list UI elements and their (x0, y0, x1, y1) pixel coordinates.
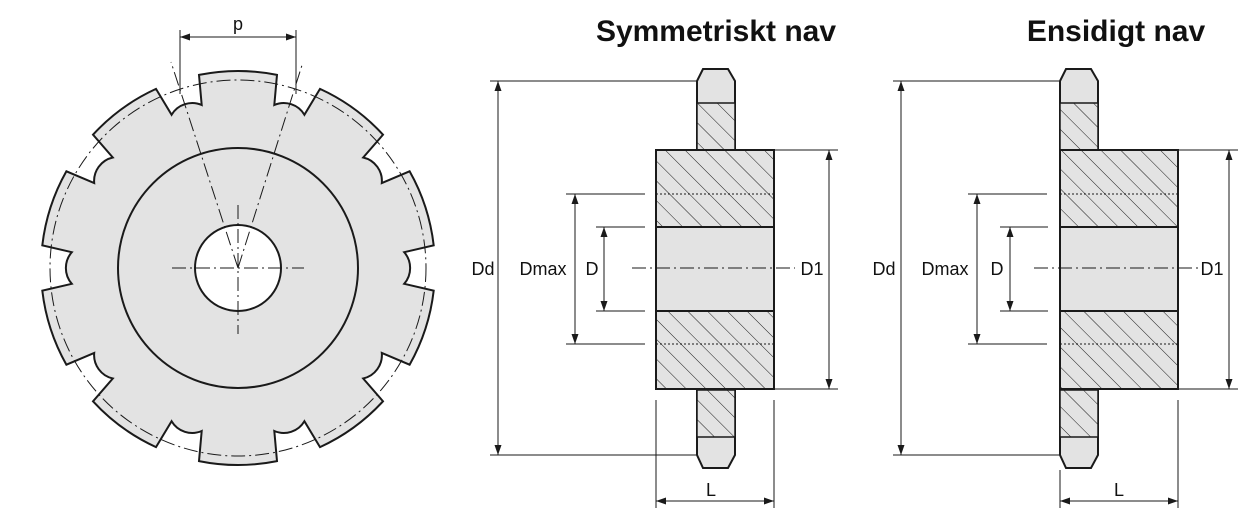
plate-section-bottom (1059, 389, 1099, 438)
dd-label: Dd (471, 259, 494, 279)
dd-label: Dd (872, 259, 895, 279)
l-label: L (706, 480, 716, 500)
hub-section-top (1059, 149, 1179, 228)
hub-section-bottom (1059, 310, 1179, 390)
bore-section (655, 226, 775, 312)
l-label: L (1114, 480, 1124, 500)
plate-section-top (696, 102, 736, 151)
d-label: D (586, 259, 599, 279)
dmax-label: Dmax (921, 259, 968, 279)
dmax-label: Dmax (519, 259, 566, 279)
pitch-circle (49, 79, 427, 457)
hub-section-top (655, 149, 775, 228)
sprocket-front-view: p (41, 14, 435, 466)
one-sided-hub-title: Ensidigt nav (1027, 15, 1206, 48)
pitch-ray-left (170, 61, 239, 269)
pitch-ray-right (237, 61, 304, 269)
one-sided-hub-section: Ensidigt nav Dd Dmax D D1 L (872, 15, 1238, 508)
d-label: D (991, 259, 1004, 279)
plate-section-bottom (696, 389, 736, 438)
pitch-label: p (233, 14, 243, 34)
symmetric-hub-section: Symmetriskt nav Dd Dmax D D1 (471, 15, 838, 508)
d1-label: D1 (800, 259, 823, 279)
hub-section-bottom (655, 310, 775, 390)
bore-section (1059, 226, 1179, 312)
symmetric-hub-title: Symmetriskt nav (596, 15, 836, 48)
plate-section-top (1059, 102, 1099, 151)
d1-label: D1 (1200, 259, 1223, 279)
hub-circle (117, 147, 359, 389)
